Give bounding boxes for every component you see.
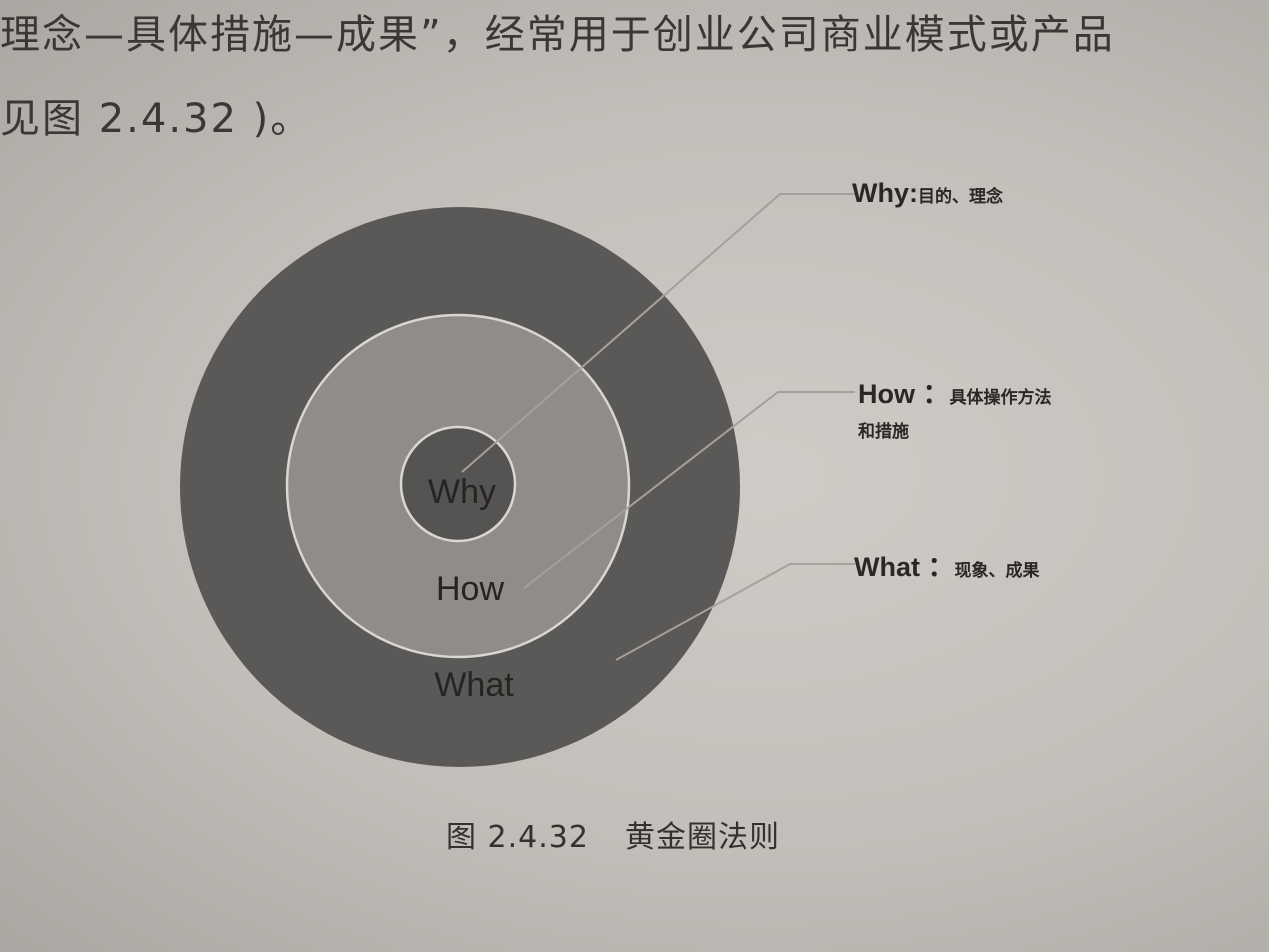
callout-how-key: How ： (858, 379, 950, 409)
ring-label-how: How (435, 570, 505, 608)
figure-title: 黄金圈法则 (624, 820, 780, 855)
callout-how-desc: 具体操作方法 (949, 388, 1052, 408)
ring-label-why: Why (428, 473, 496, 511)
callout-what: What ：现象、成果 (854, 545, 1040, 584)
what-leader-line (615, 563, 855, 661)
figure-caption: 图 2.4.32 黄金圈法则 (446, 812, 780, 856)
callout-why-key: Why: (852, 178, 918, 208)
callout-how-desc-line2: 和措施 (858, 422, 909, 442)
callout-what-key: What ： (854, 552, 955, 582)
callout-why-desc: 目的、理念 (917, 187, 1003, 207)
callout-why: Why:目的、理念 (852, 178, 1003, 209)
figure-number: 图 2.4.32 (446, 820, 589, 855)
body-text-line-1: 理念—具体措施—成果”，经常用于创业公司商业模式或产品 (0, 12, 1115, 58)
body-text-line-2: 见图 2.4.32 )。 (0, 96, 313, 142)
callout-what-desc: 现象、成果 (954, 561, 1040, 581)
why-leader-line (461, 193, 855, 473)
how-leader-line (523, 391, 855, 589)
callout-how: How ：具体操作方法 和措施 (858, 372, 1052, 442)
ring-label-what: What (434, 666, 514, 704)
inner-circle-why (399, 425, 517, 543)
